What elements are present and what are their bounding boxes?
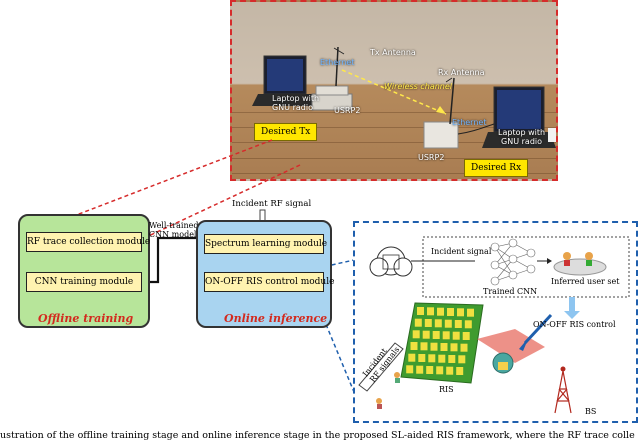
figure-caption: ustration of the offline training stage … — [0, 430, 635, 441]
usrp-tx-label: USRP2 — [334, 106, 361, 115]
cnn-training-module: CNN training module — [26, 272, 142, 292]
ris-label: RIS — [439, 385, 454, 394]
usrp-rx-label: USRP2 — [418, 153, 445, 162]
incident-rf-signal-label: Incident RF signal — [232, 199, 312, 209]
ris-cell — [428, 354, 436, 363]
rx-antenna-label: Rx Antenna — [438, 68, 485, 77]
ris-cell — [458, 355, 466, 364]
bs-label: BS — [585, 407, 597, 416]
laptop-tx-base — [252, 94, 318, 106]
user-icon-4 — [376, 398, 382, 404]
desired-tx-tag: Desired Tx — [254, 123, 318, 141]
desired-rx-tag: Desired Rx — [464, 159, 529, 177]
ris-cell — [430, 342, 438, 351]
neural-network-icon — [490, 238, 536, 286]
laptop-rx-label: Laptop with GNU radio — [498, 128, 546, 146]
online-inference-title: Online inference — [224, 312, 328, 325]
ris-scene-graphics — [358, 236, 630, 414]
ris-cell — [447, 308, 454, 316]
ris-cells — [406, 307, 474, 375]
user-icon — [563, 252, 571, 260]
ris-cell — [416, 365, 424, 374]
ris-cell — [432, 331, 440, 339]
ris-cell — [427, 307, 434, 316]
ris-cell — [454, 320, 462, 328]
ris-cell — [408, 353, 416, 362]
tx-antenna-label: Tx Antenna — [370, 48, 416, 57]
ethernet-left-label: Ethernet — [320, 58, 355, 67]
trained-cnn-label: Trained CNN — [483, 287, 538, 296]
ris-cell — [436, 366, 444, 375]
ris-cell — [462, 332, 470, 340]
ris-scene-panel: Incident signal Trained CNN Inferred use… — [353, 221, 638, 423]
on-off-ris-control-label: ON-OFF RIS control — [533, 320, 616, 329]
ris-cell — [457, 308, 464, 317]
testbed-photo: Tx Antenna Rx Antenna Ethernet Ethernet … — [230, 0, 558, 181]
spectrum-learning-module: Spectrum learning module — [204, 234, 327, 254]
ris-cell — [440, 343, 448, 351]
ris-cell — [438, 354, 446, 363]
ris-cell — [417, 307, 424, 315]
ris-cell — [422, 330, 430, 339]
ris-cell — [418, 354, 426, 362]
rx-antenna-mast — [449, 77, 455, 125]
offline-training-title: Offline training — [38, 312, 134, 325]
user-set-ellipse — [553, 258, 607, 276]
ris-cell — [446, 366, 454, 375]
rf-trace-collection-module: RF trace collection module — [26, 232, 150, 252]
control-arrow — [564, 311, 580, 319]
incident-signal-label: Incident signal — [431, 247, 492, 256]
ris-cell — [406, 365, 414, 374]
well-trained-label: Well-trained CNN model — [149, 221, 199, 239]
user-icon-3 — [394, 372, 400, 378]
wireless-channel-arrow — [341, 69, 447, 115]
ethernet-right-label: Ethernet — [452, 118, 487, 127]
inferred-user-set-label: Inferred user set — [551, 277, 620, 286]
laptop-tx-label: Laptop with GNU radio — [272, 94, 320, 112]
ris-cell — [450, 343, 458, 352]
ris-cell — [434, 319, 442, 328]
ris-cell — [442, 331, 450, 340]
ris-cell — [467, 308, 474, 317]
base-station-icon — [554, 370, 572, 414]
ris-cell — [460, 343, 468, 352]
incident-arrow — [358, 342, 404, 392]
ris-cell — [437, 307, 444, 316]
ris-cell — [426, 366, 434, 374]
ris-cell — [420, 342, 428, 351]
ris-cell — [448, 355, 456, 363]
ris-cell — [414, 318, 422, 327]
user-icon-2 — [585, 252, 593, 260]
wireless-channel-label: Wireless channel — [384, 82, 453, 91]
ris-cell — [464, 320, 472, 329]
ris-cell — [424, 319, 432, 327]
tx-antenna-mast — [335, 46, 339, 87]
photo-equipment — [252, 46, 556, 149]
laptop-rx-base — [482, 132, 556, 148]
control-pointer-arrow — [523, 313, 553, 345]
ris-cell — [412, 330, 420, 339]
chip-icon — [382, 254, 400, 270]
on-off-ris-control-module: ON-OFF RIS control module — [204, 272, 334, 292]
ris-cell — [452, 331, 460, 340]
ris-cell — [456, 367, 464, 375]
reflected-beam — [477, 329, 545, 363]
ris-cell — [410, 342, 418, 350]
ris-cell — [444, 319, 452, 328]
